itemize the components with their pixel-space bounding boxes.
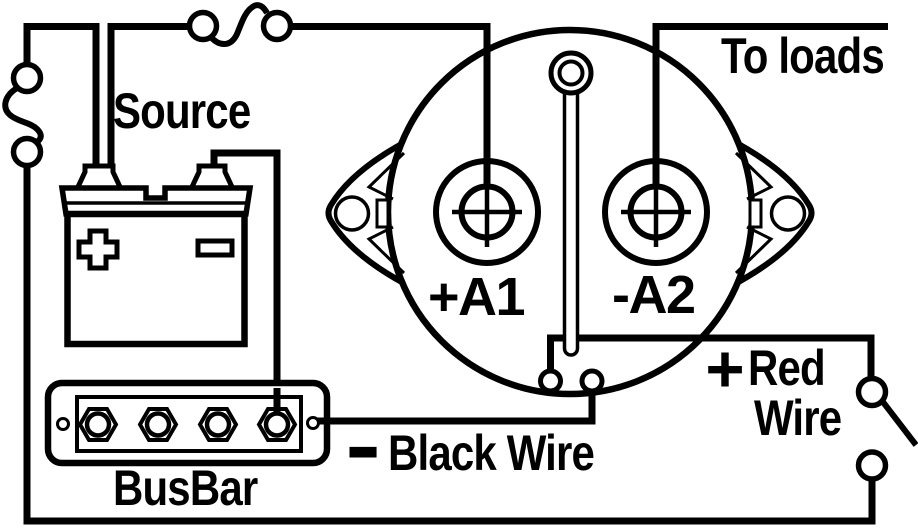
battery-lid (58, 185, 254, 217)
busbar-plate (75, 395, 303, 453)
black-wire-minus-sign: − (347, 398, 379, 506)
fuse-left-element (2, 85, 44, 145)
red-wire-plus-sign: + (705, 330, 745, 407)
switch-contact-bottom (855, 449, 889, 482)
battery-positive-marker (76, 228, 120, 271)
fuse-left (10, 61, 44, 169)
ear-left-chevron-bottom (366, 225, 406, 275)
wire-fuse-to-terminal-a1 (290, 23, 491, 212)
busbar-stud-4 (263, 411, 291, 438)
busbar-mount-hole-right (306, 416, 320, 430)
ear-right-tab (748, 198, 763, 229)
wire-battery-positive-to-fuse (107, 23, 191, 170)
relay-lever-ring (548, 50, 594, 96)
ear-right-hole (769, 195, 807, 232)
terminal-a1-label: +A1 (428, 267, 526, 327)
wire-battery-positive-left-loop (23, 23, 100, 170)
relay-small-terminal-red (538, 368, 563, 394)
red-wire-label-line1: Red (748, 340, 826, 396)
wire-black (316, 381, 596, 425)
wire-left-edge-bottom-rail (23, 165, 876, 525)
fuse-top-cap-right (260, 9, 294, 43)
fuse-top-cap-left (186, 9, 220, 43)
source-label: Source (113, 83, 251, 139)
ear-right-chevron-top (734, 151, 774, 201)
ear-left-tab (375, 198, 390, 229)
ear-left-chevron-top (366, 151, 406, 201)
wire-red (547, 334, 875, 379)
busbar-label: BusBar (113, 460, 258, 516)
relay-lever-ring-inner (557, 59, 585, 87)
ear-right-chevron-bottom (734, 225, 774, 275)
fuse-top-element (207, 2, 270, 47)
fuse-top (186, 9, 294, 43)
busbar-stud-2 (144, 411, 172, 438)
relay-hardware (433, 50, 710, 394)
fuse-left-cap-top (10, 61, 44, 95)
switch-blade (880, 400, 918, 447)
wire-battery-negative-to-busbar (210, 149, 281, 386)
black-wire-label: Black Wire (388, 425, 595, 481)
terminal-a1-crosshair (452, 177, 522, 247)
relay-lever-stem (562, 86, 580, 357)
switch-contact-top (855, 375, 889, 409)
wire-terminal-a2-to-loads (652, 23, 888, 212)
red-wire-label-line2: Wire (754, 390, 842, 446)
battery (58, 163, 254, 348)
terminal-a2-crosshair (621, 177, 691, 247)
battery-negative-marker (195, 238, 235, 258)
busbar-stud-3 (204, 411, 232, 438)
fuse-left-cap-bottom (10, 135, 44, 169)
ear-left-hole (333, 195, 371, 232)
to-loads-label: To loads (721, 28, 885, 84)
busbar (44, 379, 340, 467)
switch (855, 375, 889, 482)
relay-small-terminal-black (579, 368, 605, 394)
busbar-stud-1 (84, 411, 112, 438)
busbar-mount-hole-left (56, 417, 70, 431)
terminal-a2-label: -A2 (612, 265, 696, 325)
